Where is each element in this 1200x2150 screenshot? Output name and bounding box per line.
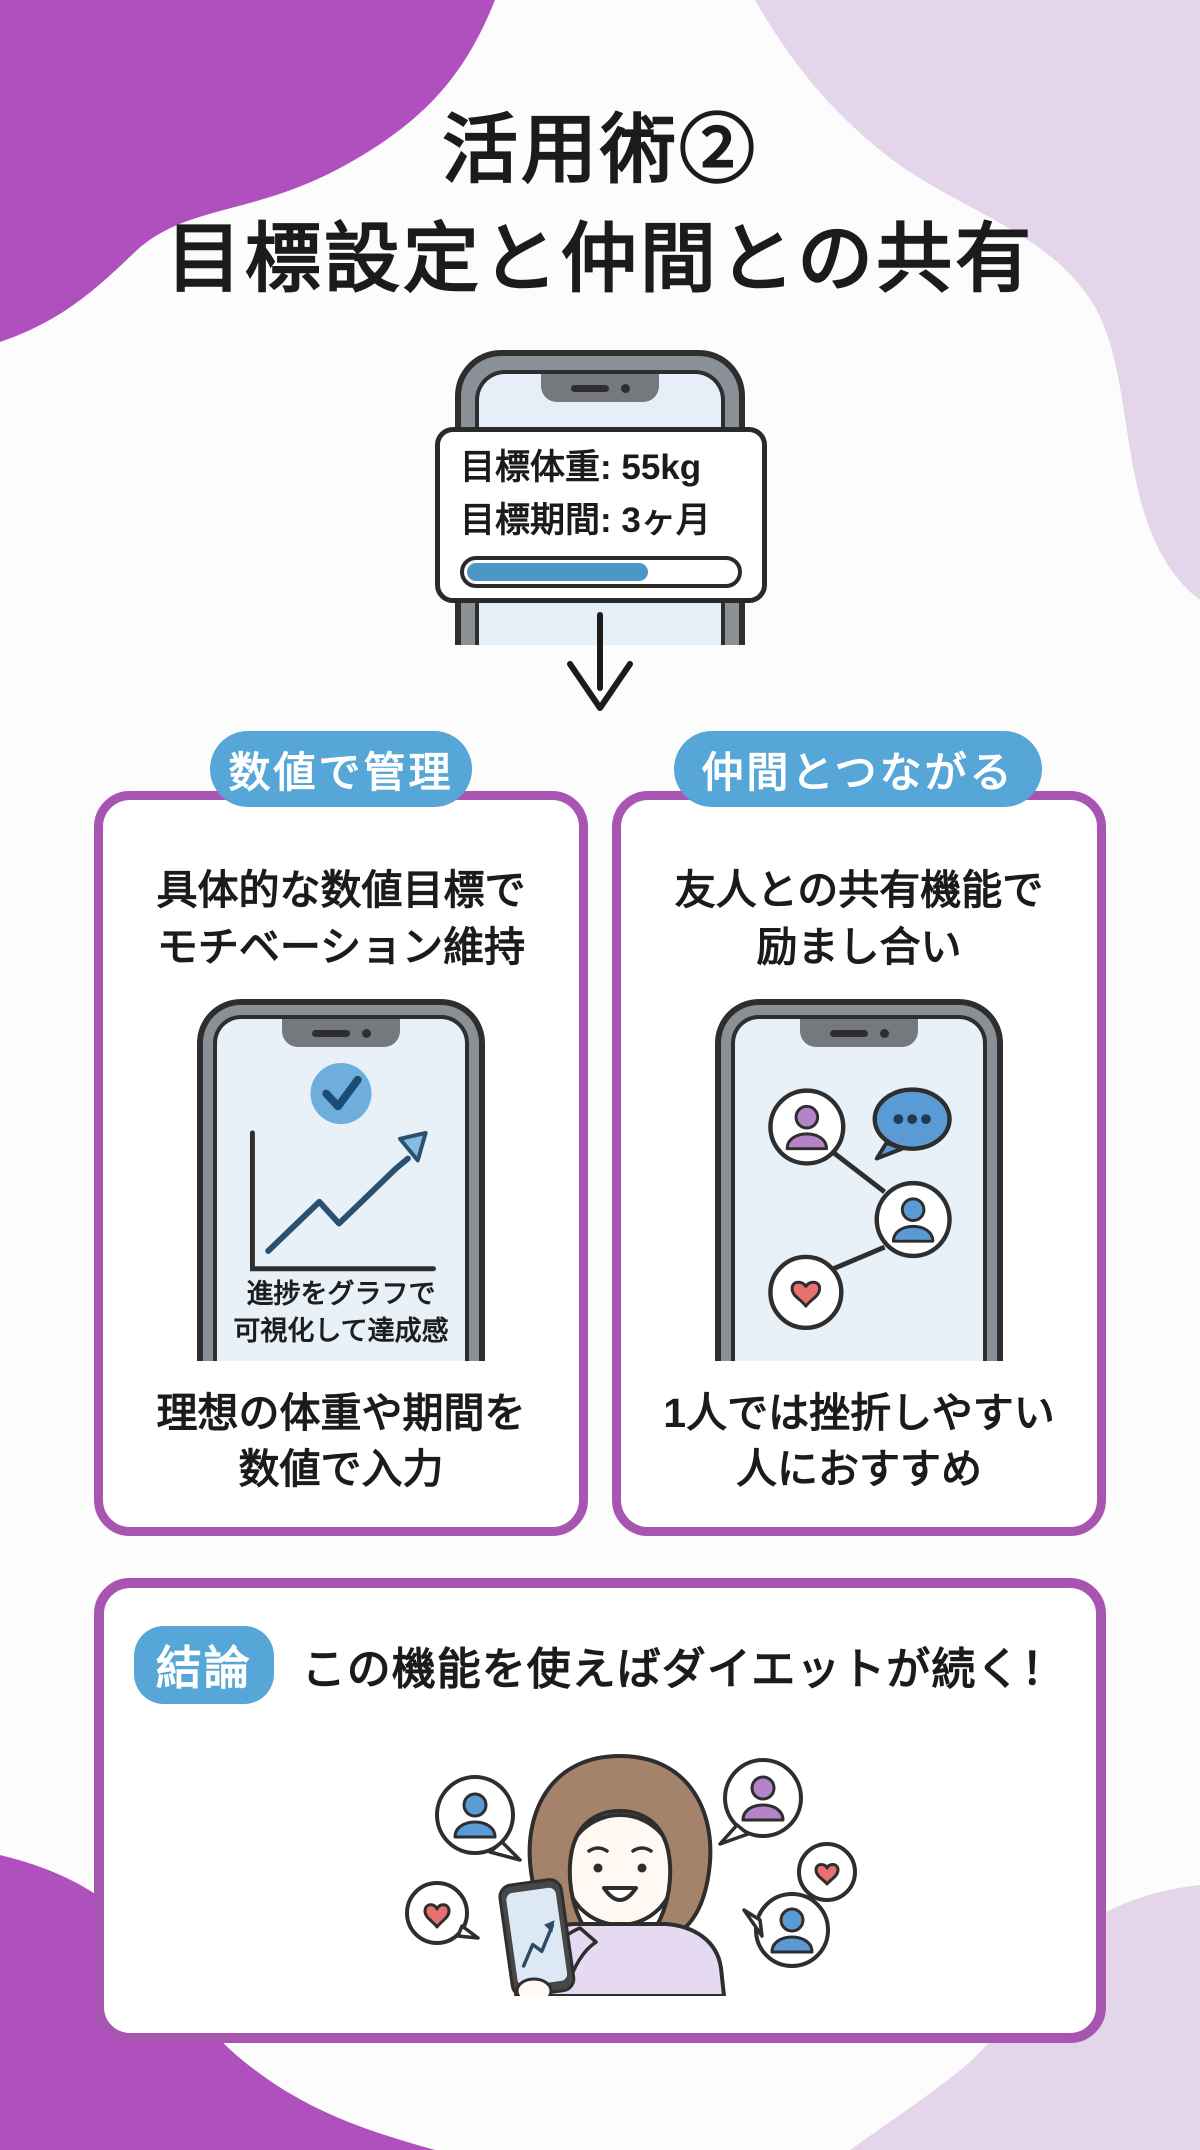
trend-line-icon bbox=[265, 1155, 411, 1255]
speech-bubble-tail bbox=[488, 1840, 522, 1862]
page-title: 活用術② 目標設定と仲間との共有 bbox=[0, 96, 1200, 315]
person-icon bbox=[750, 1775, 776, 1801]
right-card-footer: 1人では挫折しやすい 人におすすめ bbox=[621, 1386, 1097, 1497]
woman-eye bbox=[593, 1863, 603, 1873]
left-card-heading-line1: 具体的な数値目標で bbox=[156, 867, 526, 913]
right-card-footer-line1: 1人では挫折しやすい bbox=[663, 1390, 1055, 1437]
social-smartphone-icon bbox=[715, 999, 1003, 1362]
mini-trend-line-icon bbox=[521, 1923, 555, 1968]
connect-with-friends-card: 友人との共有機能で 励まし合い bbox=[612, 791, 1106, 1536]
numeric-management-card: 具体的な数値目標で モチベーション維持 進捗をグラフで 可視化して達成 bbox=[94, 791, 588, 1536]
person-icon bbox=[794, 1105, 820, 1130]
graph-phone-screen: 進捗をグラフで 可視化して達成感 bbox=[213, 1015, 469, 1362]
heart-icon bbox=[814, 1863, 840, 1886]
person-icon bbox=[779, 1907, 805, 1933]
phone-speaker-icon bbox=[570, 384, 609, 392]
person-icon bbox=[741, 1803, 785, 1822]
phone-speaker-icon bbox=[829, 1029, 868, 1037]
conclusion-row: 結論 この機能を使えばダイエットが続く！ bbox=[104, 1626, 1096, 1704]
person-icon bbox=[462, 1792, 488, 1818]
person-icon bbox=[453, 1820, 497, 1839]
person-icon bbox=[900, 1197, 926, 1223]
chat-dot bbox=[921, 1114, 931, 1125]
conclusion-badge: 結論 bbox=[133, 1626, 274, 1704]
right-card-heading: 友人との共有機能で 励まし合い bbox=[621, 862, 1097, 975]
phone-notch-icon bbox=[541, 374, 659, 402]
speech-bubble-tail bbox=[742, 1908, 764, 1938]
friend-network-illustration bbox=[768, 1087, 952, 1331]
left-card-footer-line1: 理想の体重や期間を bbox=[156, 1390, 526, 1437]
phone-screen bbox=[506, 1887, 568, 1986]
chat-dot bbox=[893, 1114, 904, 1125]
chat-bubble-tail bbox=[874, 1140, 905, 1161]
woman-eyebrow bbox=[587, 1846, 609, 1853]
woman-hand bbox=[515, 1977, 553, 1996]
left-card-footer-line2: 数値で入力 bbox=[238, 1445, 444, 1492]
social-phone-screen bbox=[731, 1015, 987, 1362]
progress-bar bbox=[460, 556, 742, 588]
right-card-badge: 仲間とつながる bbox=[674, 731, 1042, 807]
graph-caption-line2: 可視化して達成感 bbox=[233, 1315, 449, 1346]
right-card-heading-line1: 友人との共有機能で bbox=[674, 867, 1044, 913]
right-card-heading-line2: 励まし合い bbox=[756, 923, 962, 970]
network-connector bbox=[832, 1244, 886, 1272]
right-card-footer-line2: 人におすすめ bbox=[736, 1445, 982, 1492]
speech-bubble-tail bbox=[456, 1924, 480, 1940]
progress-chart-illustration bbox=[249, 1063, 436, 1272]
graph-caption: 進捗をグラフで 可視化して達成感 bbox=[217, 1276, 465, 1349]
phone-camera-icon bbox=[620, 383, 630, 393]
page-title-line1: 活用術② bbox=[442, 108, 758, 193]
phone-notch-icon bbox=[800, 1019, 918, 1048]
phone-notch-icon bbox=[282, 1019, 400, 1048]
down-arrow-icon bbox=[567, 612, 633, 711]
goal-weight-value: 目標体重: 55kg bbox=[460, 448, 702, 487]
check-circle-icon bbox=[310, 1063, 372, 1125]
left-card-footer: 理想の体重や期間を 数値で入力 bbox=[103, 1386, 579, 1497]
phone-camera-icon bbox=[361, 1028, 371, 1038]
person-icon bbox=[891, 1225, 935, 1243]
phone-speaker-icon bbox=[311, 1029, 350, 1037]
page-title-line2: 目標設定と仲間との共有 bbox=[165, 217, 1035, 303]
goal-period-value: 目標期間: 3ヶ月 bbox=[460, 500, 711, 540]
check-icon bbox=[322, 1075, 362, 1111]
conclusion-card: 結論 この機能を使えばダイエットが続く！ bbox=[94, 1578, 1106, 2043]
heart-icon bbox=[790, 1280, 822, 1308]
hand-held-phone-icon bbox=[498, 1878, 576, 1996]
mini-trend-arrowhead bbox=[544, 1920, 555, 1933]
woman-eyebrow bbox=[631, 1846, 653, 1853]
graph-smartphone-icon: 進捗をグラフで 可視化して達成感 bbox=[197, 999, 485, 1362]
chart-axes bbox=[249, 1130, 436, 1272]
heart-icon bbox=[423, 1903, 451, 1929]
woman-eye bbox=[637, 1863, 647, 1873]
conclusion-text: この機能を使えばダイエットが続く！ bbox=[301, 1645, 1067, 1694]
trend-arrowhead-icon bbox=[398, 1131, 428, 1163]
goal-settings-card: 目標体重: 55kg 目標期間: 3ヶ月 bbox=[435, 427, 767, 603]
woman-hair bbox=[527, 1754, 713, 1934]
blob-top-right bbox=[755, 0, 1200, 600]
woman-with-phone-illustration bbox=[405, 1754, 857, 1996]
phone-camera-icon bbox=[879, 1028, 889, 1038]
chat-dot bbox=[907, 1114, 918, 1125]
network-connector bbox=[831, 1150, 887, 1195]
speech-bubble-tail bbox=[718, 1823, 750, 1846]
left-card-heading: 具体的な数値目標で モチベーション維持 bbox=[103, 862, 579, 975]
left-card-badge: 数値で管理 bbox=[210, 731, 472, 807]
graph-caption-line1: 進捗をグラフで bbox=[246, 1279, 436, 1310]
person-icon bbox=[770, 1935, 814, 1954]
person-icon bbox=[785, 1132, 828, 1151]
blob-top-left bbox=[0, 0, 495, 342]
woman-smile bbox=[602, 1886, 638, 1902]
left-card-heading-line2: モチベーション維持 bbox=[156, 923, 526, 970]
progress-bar-fill bbox=[467, 563, 648, 581]
